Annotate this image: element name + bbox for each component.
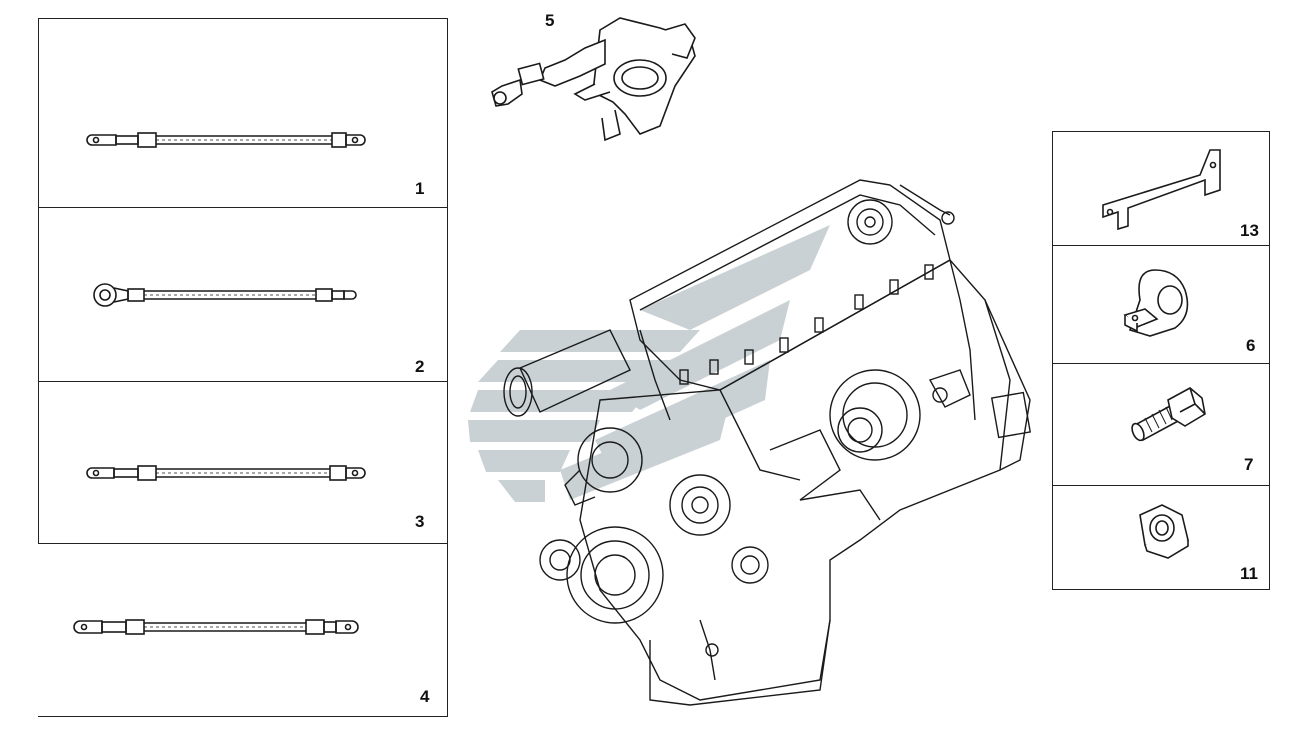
callout-3: 3 [415,512,425,531]
panel-clamp-6 [1052,245,1270,364]
cable-3-drawing [86,465,366,481]
engine-drawing [503,179,1032,706]
panel-cable-4 [38,543,448,717]
callout-2: 2 [415,357,425,376]
panel-nut-11 [1052,485,1270,590]
callout-7: 7 [1244,455,1254,474]
cable-4-drawing [73,619,359,635]
cable-1-drawing [86,132,366,148]
connector-5-drawing [491,17,696,142]
callout-1: 1 [415,179,425,198]
screw-7-drawing [1131,387,1206,442]
nut-11-drawing [1139,504,1189,559]
callout-13: 13 [1240,221,1259,240]
panel-cable-2 [38,207,448,382]
panel-cable-1 [38,18,448,208]
bracket-13-drawing [1102,149,1221,231]
panel-screw-7 [1052,363,1270,486]
clamp-6-drawing [1123,269,1189,337]
watermark-logo [468,225,830,502]
panel-bracket-13 [1052,131,1270,246]
callout-5: 5 [545,11,555,30]
callout-11: 11 [1240,564,1258,583]
callout-6: 6 [1246,336,1256,355]
callout-4: 4 [420,687,430,706]
cable-2-drawing [93,283,357,307]
panel-cable-3 [38,381,448,543]
